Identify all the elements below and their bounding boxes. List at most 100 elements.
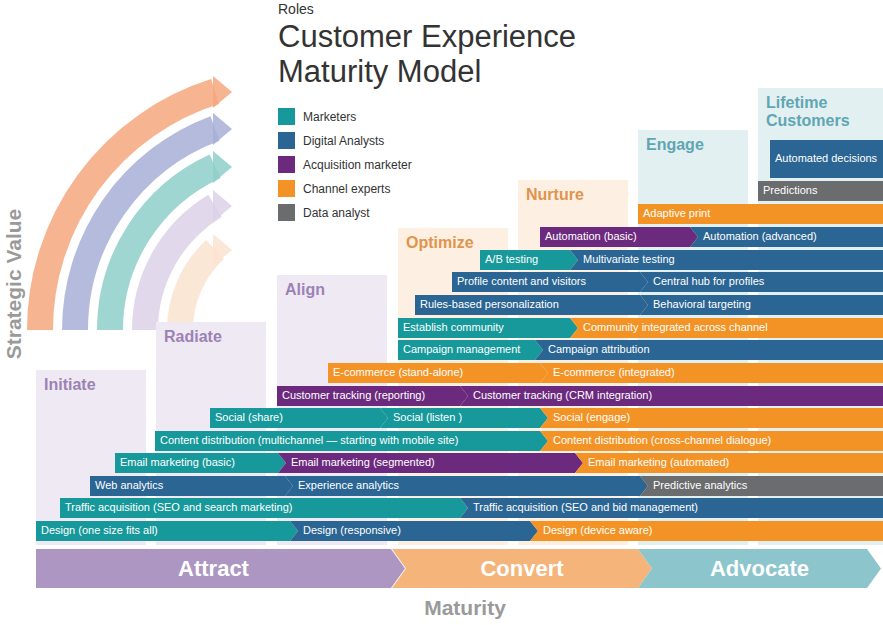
bar-fill [36,521,298,541]
phase-label: Advocate [710,556,809,582]
text-holder: Multivariate testing [570,250,883,270]
role-bar: Predictions [758,181,883,201]
text-holder: A/B testing [480,250,578,270]
bar-fill [278,453,583,473]
role-bar: Traffic acquisition (SEO and search mark… [60,498,468,518]
legend-entry: Marketers [278,108,356,125]
axis-label: Maturity [365,596,565,620]
text-holder: Social (engage) [540,408,883,428]
stage-heading: Radiate [164,328,222,346]
bar-fill [277,386,468,406]
role-bar: Automation (advanced) [690,227,883,247]
text-holder: Central hub for profiles [640,272,883,292]
bar-label: Content distribution (multichannel — sta… [160,434,458,447]
bar-label: Social (listen ) [393,411,462,424]
decor-arc [180,250,215,331]
text-holder: Customer tracking (reporting) [277,386,468,406]
role-bar: Email marketing (basic) [115,453,286,473]
bar-label: E-commerce (stand-alone) [333,366,463,379]
bar-fill [460,386,883,406]
bar-fill [115,453,286,473]
text-holder: Establish community [398,318,578,338]
bar-label: Web analytics [95,479,163,492]
legend-swatch [278,180,295,197]
legend-swatch [278,108,295,125]
role-bar: Customer tracking (CRM integration) [460,386,883,406]
role-bar: Social (engage) [540,408,883,428]
bar-label: Automated decisions [775,152,877,165]
text-holder: Rules-based personalization [415,295,648,315]
text-holder: Customer tracking (CRM integration) [460,386,883,406]
decor-arrowhead [213,76,232,108]
bar-label: Email marketing (basic) [120,456,235,469]
role-bar: Automated decisions [770,140,883,178]
bar-label: Traffic acquisition (SEO and bid managem… [473,501,698,514]
bar-label: Multivariate testing [583,253,675,266]
role-bar: Community integrated across channel [570,318,883,338]
phase-chevron: Convert [392,549,652,588]
bar-fill [398,318,578,338]
bar-fill [398,340,543,360]
role-bar: Campaign attribution [535,340,883,360]
role-bar: E-commerce (stand-alone) [328,363,548,383]
bar-fill [570,250,883,270]
text-holder: Content distribution (multichannel — sta… [155,431,548,451]
text-holder: Attract [36,549,405,588]
phase-label: Attract [178,556,249,582]
bar-label: Predictions [763,184,817,197]
bar-fill [770,140,883,178]
bar-fill [540,227,698,247]
text-holder: Traffic acquisition (SEO and bid managem… [460,498,883,518]
role-bar: Automation (basic) [540,227,698,247]
decor-arrowhead [213,113,232,145]
legend-entry: Digital Analysts [278,132,384,149]
decor-arc [145,206,215,330]
bar-fill [758,181,883,201]
bar-label: Social (engage) [553,411,630,424]
role-bar: Traffic acquisition (SEO and bid managem… [460,498,883,518]
legend-label: Digital Analysts [303,134,384,148]
text-holder: Email marketing (basic) [115,453,286,473]
bar-fill [285,476,648,496]
decor-arc [110,166,215,330]
legend-entry: Acquisition marketer [278,156,412,173]
bar-fill [328,363,548,383]
bar-label: Social (share) [215,411,283,424]
bar-label: Traffic acquisition (SEO and search mark… [65,501,292,514]
role-bar: E-commerce (integrated) [540,363,883,383]
bar-fill [640,272,883,292]
bar-label: Email marketing (segmented) [291,456,435,469]
text-holder: Design (responsive) [290,521,538,541]
role-bar: Experience analytics [285,476,648,496]
legend-label: Channel experts [303,182,390,196]
bar-label: Predictive analytics [653,479,747,492]
role-bar: Behavioral targeting [640,295,883,315]
text-holder: Experience analytics [285,476,648,496]
role-bar: Social (listen ) [380,408,548,428]
text-holder: Design (device aware) [530,521,883,541]
text-holder: Community integrated across channel [570,318,883,338]
legend-label: Acquisition marketer [303,158,412,172]
bar-label: Rules-based personalization [420,298,559,311]
text-holder: Email marketing (automated) [575,453,883,473]
decor-arrowhead [213,190,232,222]
bar-fill [638,549,881,588]
bar-fill [155,431,548,451]
legend-entry: Data analyst [278,204,370,221]
text-holder: Campaign management [398,340,543,360]
bar-fill [392,549,652,588]
bar-fill [540,408,883,428]
bar-fill [535,340,883,360]
bar-label: Profile content and visitors [457,275,586,288]
bar-fill [480,250,578,270]
bar-fill [90,476,293,496]
bar-label: Customer tracking (reporting) [282,389,425,402]
bar-fill [570,318,883,338]
decor-arrowhead [213,151,232,183]
role-bar: Design (one size fits all) [36,521,298,541]
role-bar: Content distribution (multichannel — sta… [155,431,548,451]
stage-heading: Initiate [44,376,96,394]
text-holder: Design (one size fits all) [36,521,298,541]
bar-fill [380,408,548,428]
text-holder: Content distribution (cross-channel dial… [540,431,883,451]
